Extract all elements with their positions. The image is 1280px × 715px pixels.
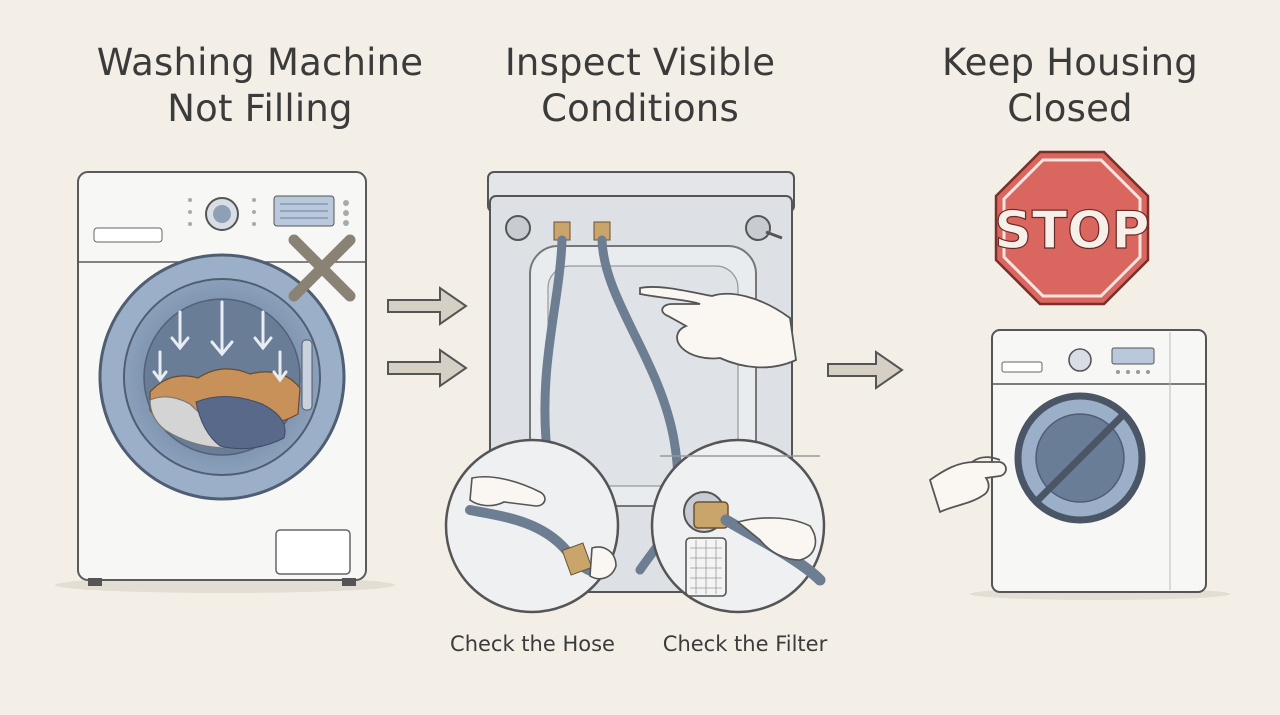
panel-1-title-line-2: Not Filling	[167, 87, 353, 130]
filter-inset	[650, 438, 826, 614]
hose-inset	[444, 438, 620, 614]
panel-2-title: Inspect Visible Conditions	[420, 40, 860, 132]
caption-check-filter: Check the Filter	[662, 632, 828, 656]
panel-1-title-line-1: Washing Machine	[96, 41, 424, 84]
panel-2-title-line-1: Inspect Visible	[504, 41, 776, 84]
down-arrow-icon	[152, 300, 288, 383]
panel-3-title-line-1: Keep Housing	[942, 41, 1198, 84]
panel-1-title: Washing Machine Not Filling	[40, 40, 480, 132]
washing-machine-closed	[970, 329, 1230, 600]
pointing-hand-icon	[928, 456, 1007, 514]
panel-3-title: Keep Housing Closed	[850, 40, 1280, 132]
right-arrow-icon	[387, 286, 468, 388]
right-arrow-icon	[827, 350, 904, 390]
panel-2-title-line-2: Conditions	[541, 87, 739, 130]
stop-sign-icon: STOP	[994, 150, 1150, 306]
caption-check-hose: Check the Hose	[450, 632, 615, 656]
prohibited-icon	[1014, 392, 1146, 524]
x-mark-icon	[288, 234, 356, 302]
pointing-hand-icon	[639, 286, 797, 369]
stop-sign-text: STOP	[994, 201, 1149, 261]
panel-3-title-line-2: Closed	[1007, 87, 1133, 130]
washing-machine-front	[55, 171, 395, 593]
filter-screen	[685, 537, 727, 597]
